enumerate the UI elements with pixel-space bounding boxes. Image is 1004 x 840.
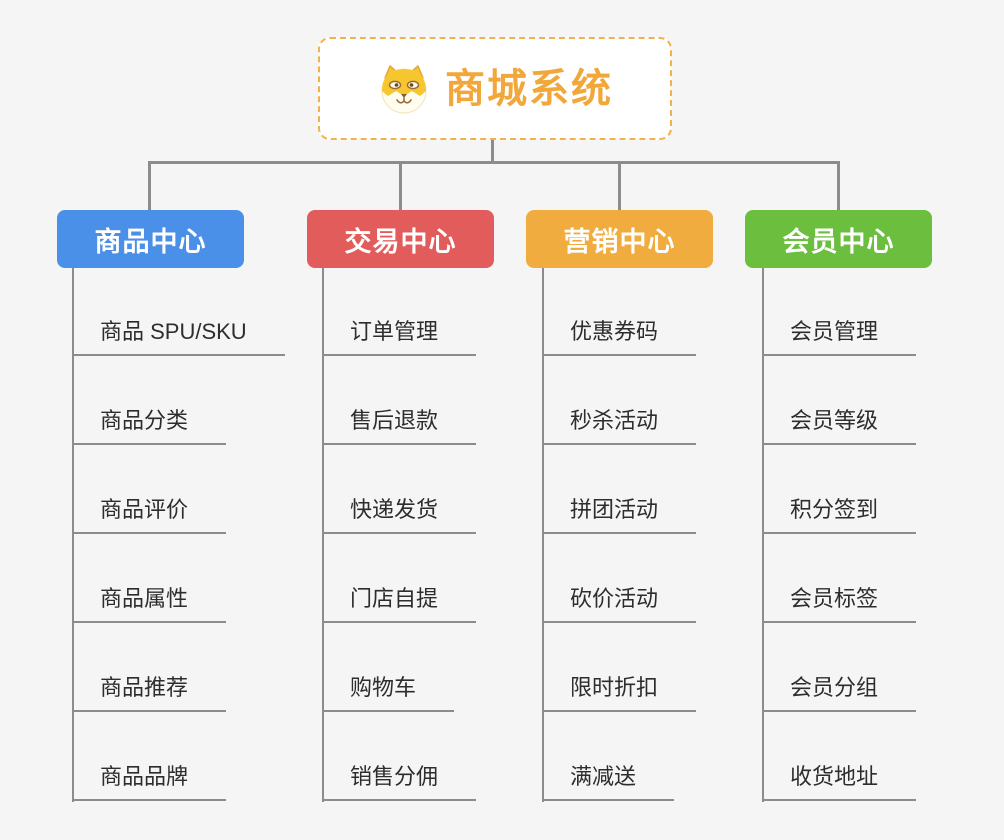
connector-root-stem <box>491 140 494 163</box>
leaf-node[interactable]: 会员标签 <box>762 584 917 623</box>
leaf-node[interactable]: 商品 SPU/SKU <box>72 317 285 356</box>
connector-branch-line-1 <box>72 268 74 802</box>
connector-bus <box>148 161 840 164</box>
leaf-node[interactable]: 商品推荐 <box>72 673 227 712</box>
leaf-node[interactable]: 购物车 <box>322 673 455 712</box>
leaf-node[interactable]: 销售分佣 <box>322 762 477 801</box>
leaf-node[interactable]: 收货地址 <box>762 762 917 801</box>
leaf-node[interactable]: 会员等级 <box>762 406 917 445</box>
branch-header-trade-center[interactable]: 交易中心 <box>307 210 494 268</box>
leaf-node[interactable]: 优惠券码 <box>542 317 697 356</box>
branch-header-product-center[interactable]: 商品中心 <box>57 210 244 268</box>
leaf-node[interactable]: 商品品牌 <box>72 762 227 801</box>
leaf-node[interactable]: 订单管理 <box>322 317 477 356</box>
leaf-node[interactable]: 满减送 <box>542 762 675 801</box>
connector-branch-line-2 <box>322 268 324 802</box>
branch-header-marketing-center[interactable]: 营销中心 <box>526 210 713 268</box>
leaf-node[interactable]: 商品属性 <box>72 584 227 623</box>
dog-face-icon <box>381 64 427 113</box>
leaf-node[interactable]: 售后退款 <box>322 406 477 445</box>
connector-drop-3 <box>618 161 621 210</box>
leaf-node[interactable]: 快递发货 <box>322 495 477 534</box>
leaf-node[interactable]: 会员分组 <box>762 673 917 712</box>
leaf-node[interactable]: 积分签到 <box>762 495 917 534</box>
leaf-node[interactable]: 会员管理 <box>762 317 917 356</box>
connector-branch-line-4 <box>762 268 764 802</box>
root-title: 商城系统 <box>445 66 613 111</box>
branch-header-member-center[interactable]: 会员中心 <box>745 210 932 268</box>
leaf-node[interactable]: 商品分类 <box>72 406 227 445</box>
leaf-node[interactable]: 砍价活动 <box>542 584 697 623</box>
connector-drop-2 <box>399 161 402 210</box>
leaf-node[interactable]: 门店自提 <box>322 584 477 623</box>
connector-branch-line-3 <box>542 268 544 802</box>
leaf-node[interactable]: 拼团活动 <box>542 495 697 534</box>
connector-drop-1 <box>148 161 151 210</box>
leaf-node[interactable]: 限时折扣 <box>542 673 697 712</box>
leaf-node[interactable]: 秒杀活动 <box>542 406 697 445</box>
leaf-node[interactable]: 商品评价 <box>72 495 227 534</box>
connector-drop-4 <box>837 161 840 210</box>
root-node[interactable]: 商城系统 <box>318 37 672 140</box>
